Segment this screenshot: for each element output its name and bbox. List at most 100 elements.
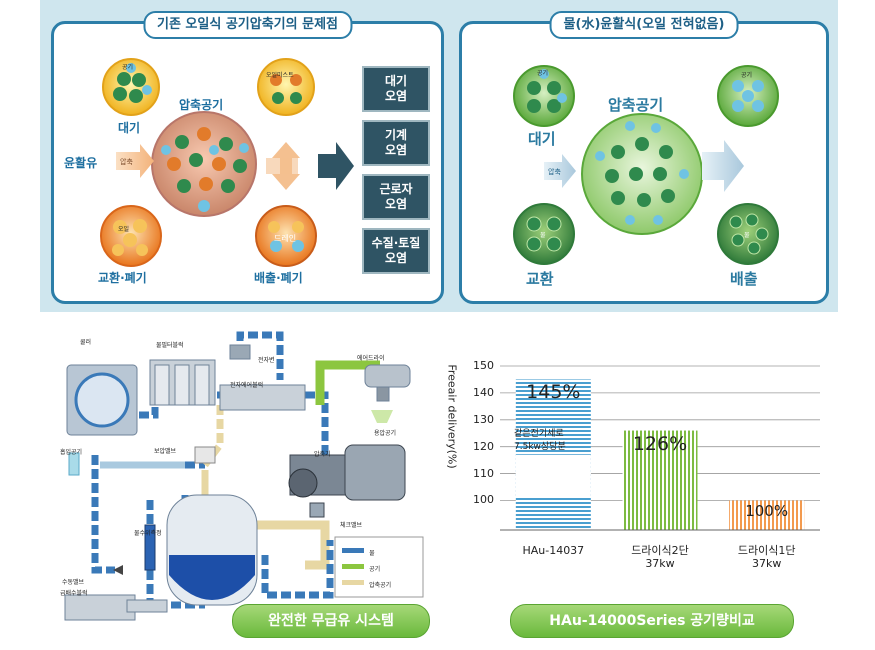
filter-block-label: 물필터블럭 bbox=[156, 342, 184, 349]
solenoid-block bbox=[219, 384, 306, 411]
bar-3 bbox=[729, 500, 805, 530]
drain-bubble-label: 드레인 bbox=[274, 234, 297, 243]
cooler-label: 쿨러 bbox=[80, 339, 92, 346]
intake-nozzle bbox=[68, 452, 80, 476]
x-category-label-1: HAu-14037 bbox=[522, 544, 585, 557]
y-tick-label: 150 bbox=[473, 359, 494, 372]
y-tick-label: 140 bbox=[473, 385, 494, 399]
compressed-air-label: 압축공기 bbox=[179, 98, 224, 112]
intake-air-label: 흡입공기 bbox=[60, 449, 83, 456]
legend-swatch-compressed-air bbox=[342, 580, 364, 585]
water-air-out-bubble-word: 공기 bbox=[741, 72, 753, 79]
water-level-gauge bbox=[144, 524, 156, 571]
drain-block bbox=[64, 594, 136, 621]
y-tick-label: 120 bbox=[473, 439, 494, 453]
water-atmosphere-label: 대기 bbox=[528, 130, 556, 148]
air-delivery-chart bbox=[500, 365, 820, 531]
water-compression-label: 압축 bbox=[548, 168, 561, 176]
compression-arrow-label: 압축 bbox=[120, 158, 133, 166]
bar-2 bbox=[622, 430, 698, 530]
compressor-motor bbox=[344, 444, 406, 501]
drain-block-label: 급배수블럭 bbox=[60, 590, 88, 597]
manual-valve-label: 수동밸브 bbox=[62, 579, 85, 586]
lubricant-arrow bbox=[116, 144, 154, 178]
solenoid-valve-label: 전자변 bbox=[258, 357, 275, 364]
manual-valve bbox=[113, 565, 123, 575]
atmosphere-label: 대기 bbox=[118, 121, 141, 135]
water-panel-title: 물(水)윤활식(오일 전혀없음) bbox=[549, 11, 739, 39]
legend-item-air: 공기 bbox=[342, 556, 380, 575]
water-exchange-bubble bbox=[513, 203, 575, 265]
series-comparison-badge: HAu-14000Series 공기량비교 bbox=[510, 604, 794, 638]
y-tick-label: 130 bbox=[473, 412, 494, 426]
bar-1 bbox=[515, 379, 591, 530]
water-process-graphic bbox=[513, 65, 779, 265]
water-compressed-air-bubble bbox=[581, 113, 703, 235]
water-discharge-label: 배출 bbox=[730, 270, 758, 288]
legend-swatch-water bbox=[342, 548, 364, 553]
oil-mist-bubble bbox=[257, 58, 315, 116]
chart-bars bbox=[515, 379, 805, 530]
water-exchange-label: 교환 bbox=[526, 270, 554, 288]
water-exchange-bubble-word: 물 bbox=[540, 232, 546, 239]
legend-swatch-air bbox=[342, 564, 364, 569]
oil-free-system-badge: 완전한 무급유 시스템 bbox=[232, 604, 430, 638]
solenoid-valve bbox=[229, 344, 251, 360]
water-lubricated-panel: 물(水)윤활식(오일 전혀없음) bbox=[459, 11, 829, 304]
solenoid-block-label: 전자에어블럭 bbox=[230, 382, 264, 389]
water-air-out-bubble bbox=[717, 65, 779, 127]
chart-annotation: 같은전기세로 7.5kw상당분 bbox=[514, 429, 566, 452]
discharge-disposal-label: 배출·폐기 bbox=[254, 271, 303, 285]
water-atmosphere-bubble-word: 공기 bbox=[537, 70, 549, 77]
atmosphere-bubble-word: 공기 bbox=[122, 64, 134, 71]
air-dryer bbox=[364, 364, 411, 388]
data-label-1: 145% bbox=[526, 381, 581, 404]
data-label-3: 100% bbox=[745, 502, 789, 521]
legend-item-water: 물 bbox=[342, 540, 375, 559]
oil-process-graphic bbox=[100, 58, 354, 267]
compressor-pump bbox=[288, 468, 318, 498]
use-air-output bbox=[371, 410, 393, 423]
oil-panel-title: 기존 오일식 공기압축기의 문제점 bbox=[142, 11, 353, 39]
result-arrow bbox=[318, 142, 354, 190]
atmosphere-bubble bbox=[102, 58, 160, 116]
water-discharge-bubble bbox=[717, 203, 779, 265]
water-split-arrow bbox=[702, 140, 744, 192]
water-compressed-air-label: 압축공기 bbox=[608, 96, 664, 114]
check-valve-label: 체크밸브 bbox=[340, 522, 363, 529]
lubricant-label: 윤활유 bbox=[64, 156, 98, 170]
data-label-2: 126% bbox=[632, 432, 688, 455]
y-tick-label: 110 bbox=[473, 466, 494, 480]
water-discharge-bubble-word: 물 bbox=[744, 232, 750, 239]
water-level-label: 물수위측정 bbox=[134, 530, 162, 537]
drain-bubble bbox=[255, 205, 317, 267]
bar-annotation-gap bbox=[515, 454, 591, 498]
split-arrow bbox=[266, 142, 300, 190]
exchange-disposal-bubble bbox=[100, 205, 162, 267]
check-valve bbox=[309, 502, 325, 518]
exchange-bubble-word: 오일 bbox=[118, 226, 130, 233]
air-dryer-label: 에어드라이 bbox=[357, 355, 385, 362]
water-compression-arrow bbox=[544, 154, 576, 188]
oil-compressor-problems-panel: 기존 오일식 공기압축기의 문제점 bbox=[51, 11, 444, 304]
exchange-disposal-label: 교환·폐기 bbox=[98, 271, 147, 285]
suction-valve-label: 보압밸브 bbox=[154, 448, 177, 455]
oil-free-system-diagram bbox=[64, 331, 424, 621]
legend-item-compressed-air: 압축공기 bbox=[342, 572, 391, 591]
cooler-fan bbox=[74, 372, 130, 428]
water-atmosphere-bubble bbox=[513, 65, 575, 127]
compressed-air-bubble bbox=[151, 111, 257, 217]
suction-valve bbox=[194, 446, 216, 464]
oil-mist-bubble-label: 오일미스트 bbox=[266, 72, 294, 79]
y-tick-label: 100 bbox=[473, 493, 494, 507]
use-air-label: 용압공기 bbox=[374, 430, 397, 437]
chart-y-axis-label: Freeair delivery(%) bbox=[445, 364, 459, 469]
tank-water bbox=[169, 555, 255, 600]
compressor-label: 압축기 bbox=[314, 451, 331, 458]
